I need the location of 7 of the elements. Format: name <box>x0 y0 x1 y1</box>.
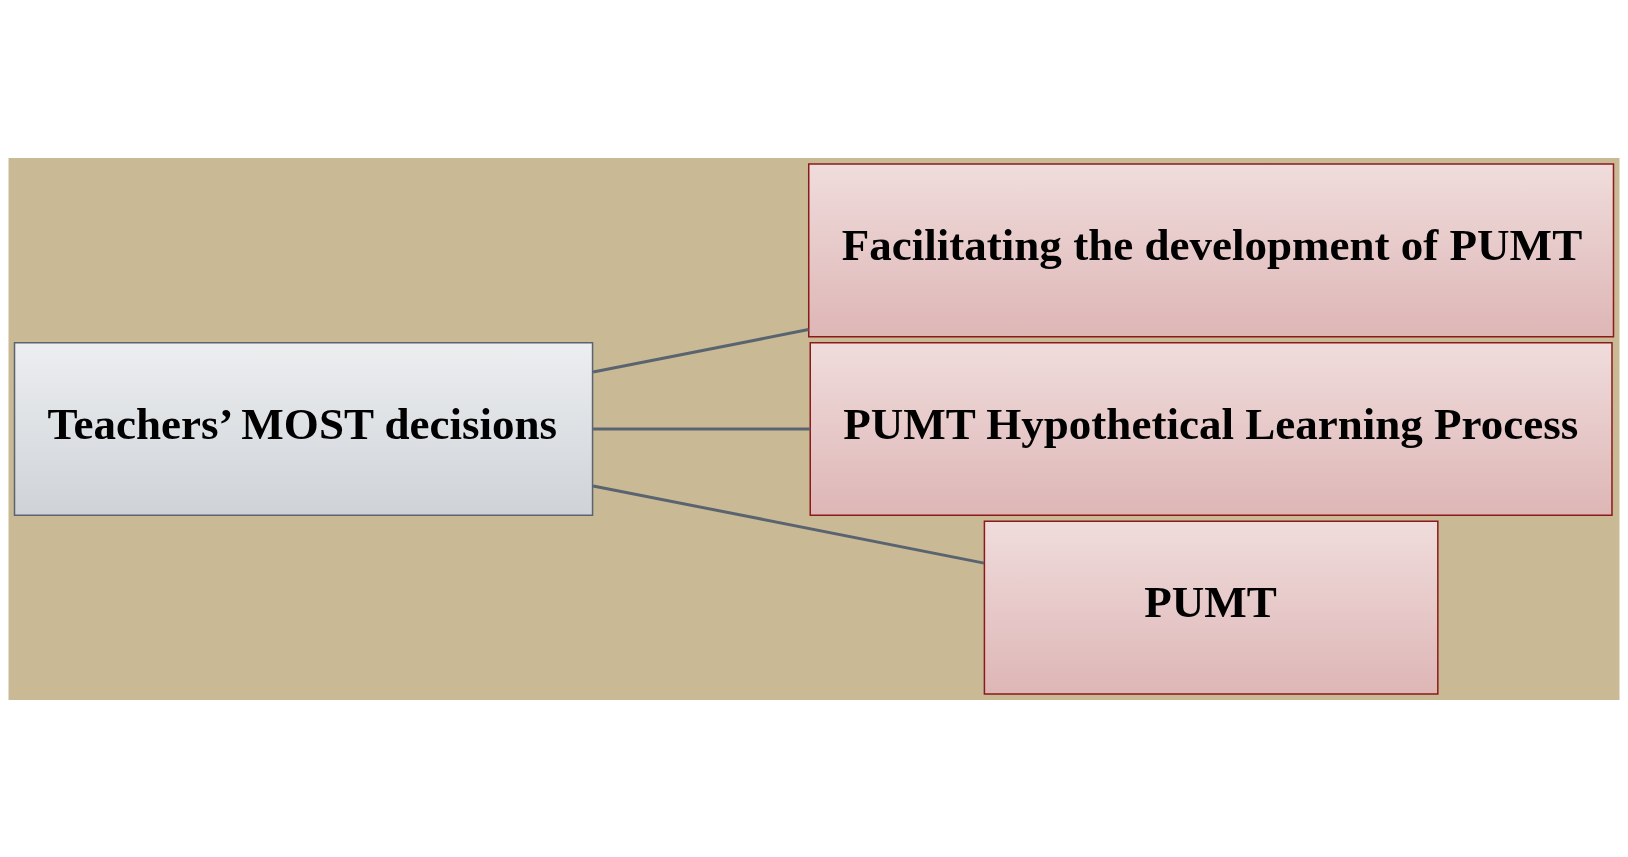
node-box: PUMT <box>983 520 1439 695</box>
node-box: Facilitating the development of PUMT <box>808 162 1615 337</box>
connector <box>592 327 809 374</box>
connector <box>592 483 985 565</box>
connector <box>593 427 811 430</box>
node-box: PUMT Hypothetical Learning Process <box>809 341 1613 516</box>
node-box: Teachers’ MOST decisions <box>13 341 594 516</box>
